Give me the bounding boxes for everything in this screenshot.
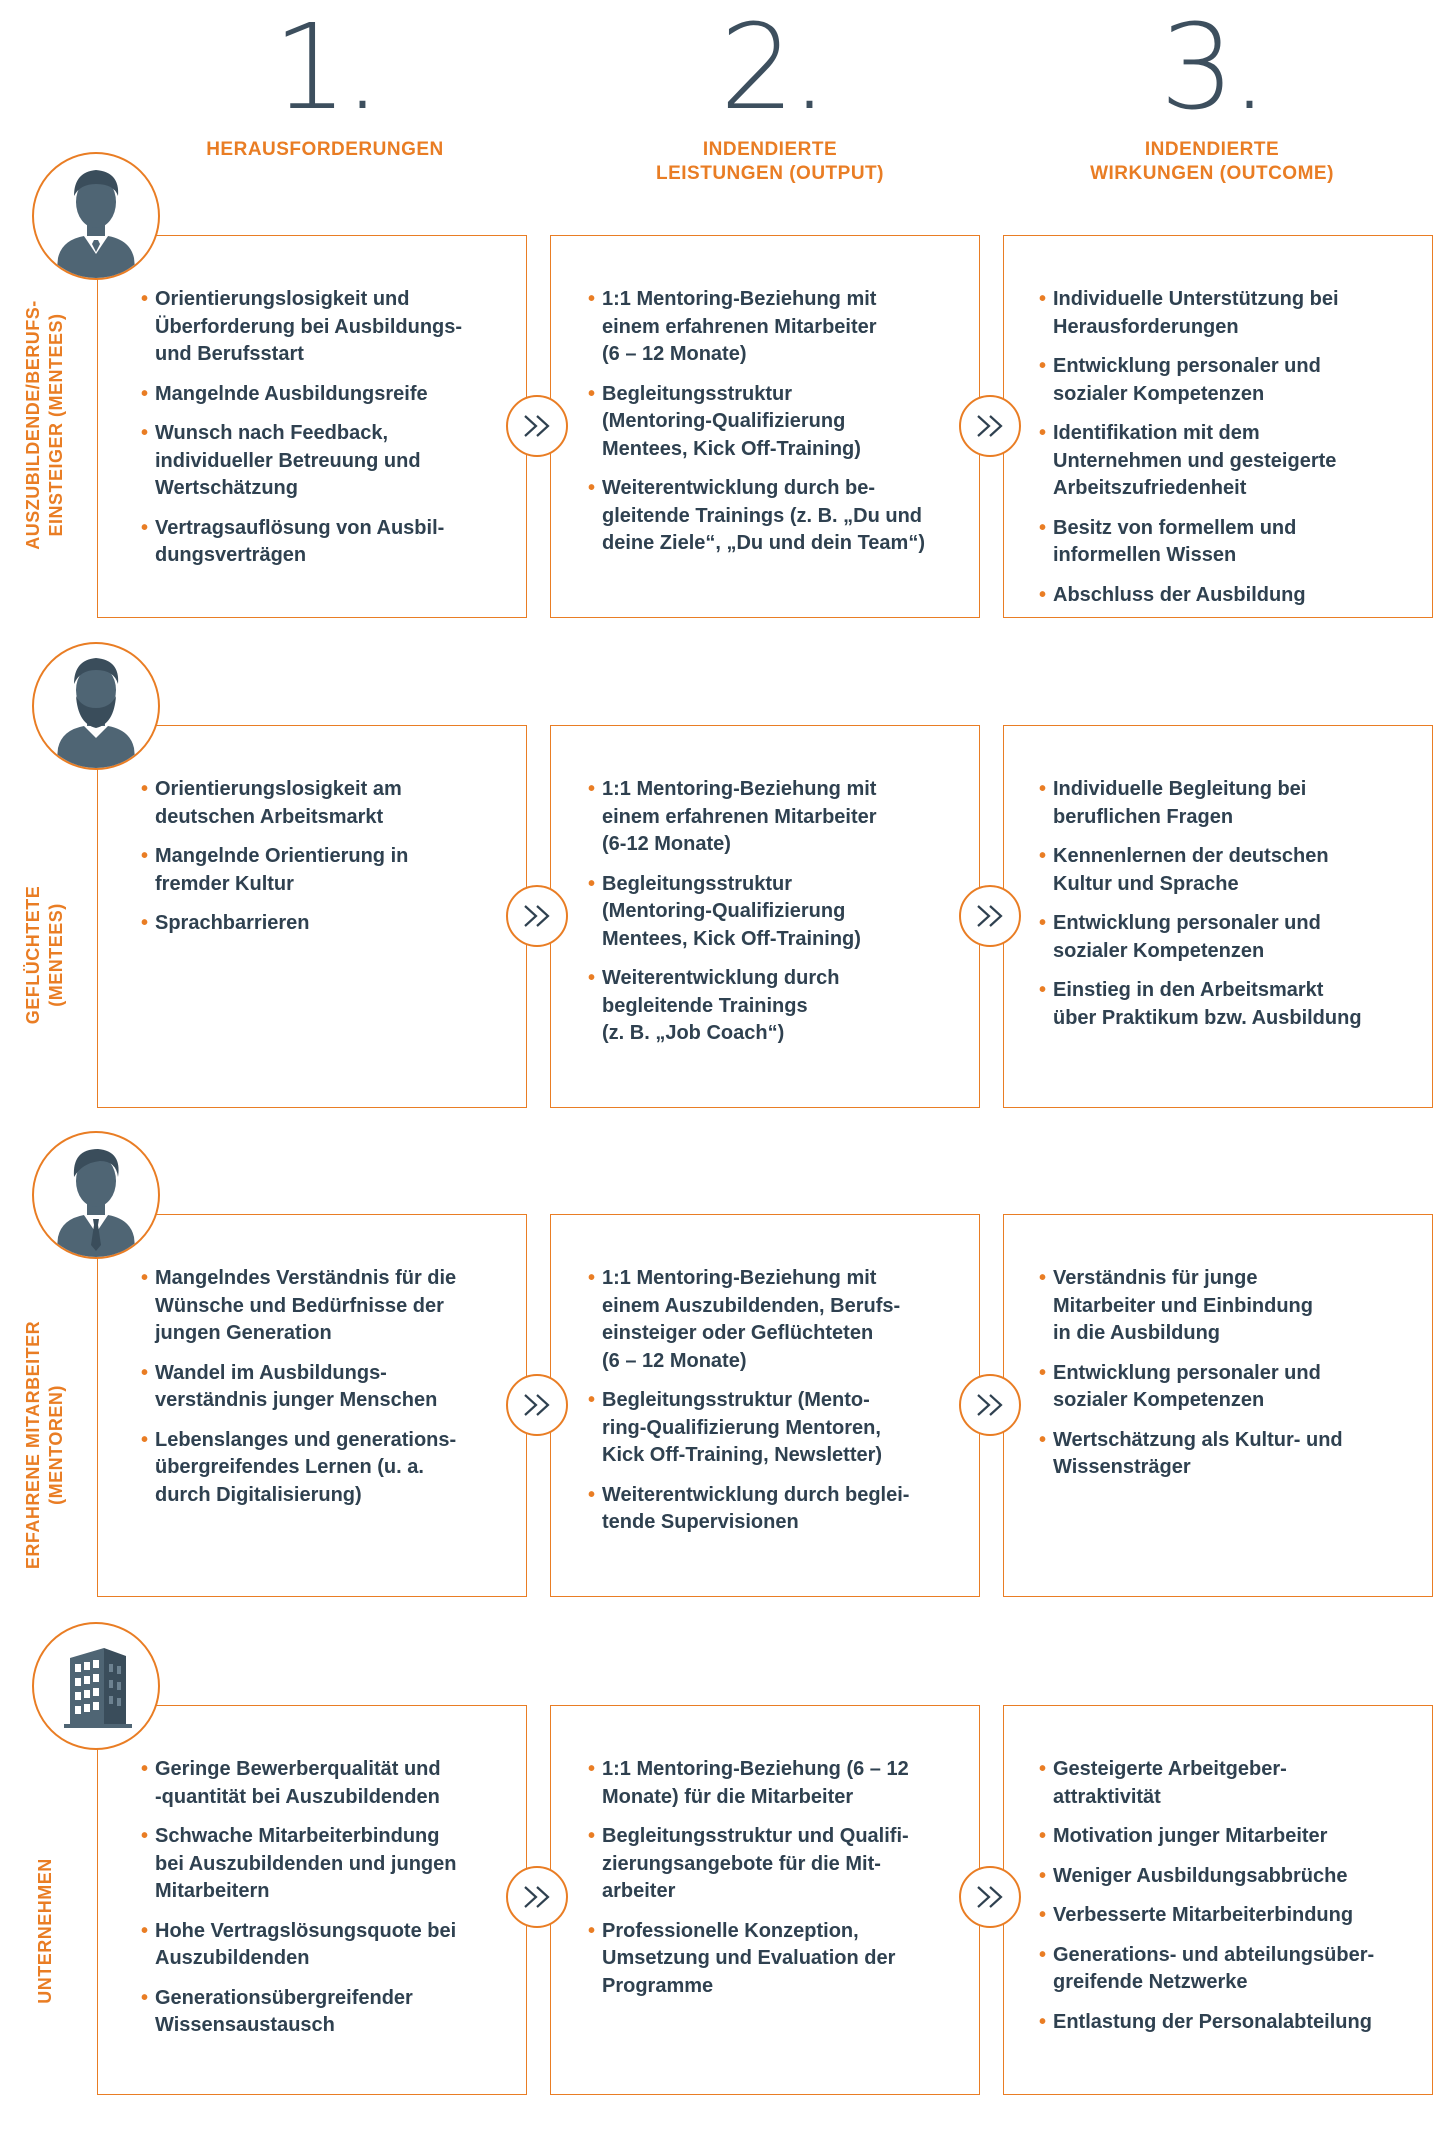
list-item: Vertragsauflösung von Ausbil- dungsvertr… [141,515,511,570]
list-item: Orientierungslosigkeit und Überforderung… [141,286,511,369]
list-item: Identifikation mit dem Unternehmen und g… [1039,420,1424,503]
list-item: Wandel im Ausbildungs- verständnis junge… [141,1360,511,1415]
group-4-label: UNTERNEHMEN [35,1858,55,2004]
group-4-challenges-box: Geringe Bewerberqualität und -quantität … [97,1705,527,2095]
list-item: Begleitungsstruktur (Mentoring-Qualifizi… [588,871,968,954]
list-item: Schwache Mitarbeiterbindung bei Auszubil… [141,1823,511,1906]
group-4-outcomes-box: Gesteigerte Arbeitgeber- attraktivität M… [1003,1705,1433,2095]
list-item: Entwicklung personaler und sozialer Komp… [1039,1360,1424,1415]
group-2-outcomes-box: Individuelle Begleitung bei beruflichen … [1003,725,1433,1108]
list-item: Entlastung der Personalabteilung [1039,2009,1424,2037]
list-item: Orientierungslosigkeit am deutschen Arbe… [141,776,511,831]
column-number-1: 1. [272,0,382,136]
list-item: Begleitungsstruktur und Qualifi- zierung… [588,1823,968,1906]
group-3-arrow-1 [506,1374,568,1436]
group-4-outputs-box: 1:1 Mentoring-Beziehung (6 – 12 Monate) … [550,1705,980,2095]
list-item: Besitz von formellem und informellen Wis… [1039,515,1424,570]
bearded-man-avatar-icon [32,642,160,770]
column-number-3: 3. [1159,0,1269,136]
list-item: Weiterentwicklung durch be- gleitende Tr… [588,475,968,558]
column-number-2: 2. [719,0,829,136]
group-3-arrow-2 [959,1374,1021,1436]
list-item: Weiterentwicklung durch begleitende Trai… [588,965,968,1048]
list-item: Weniger Ausbildungsabbrüche [1039,1863,1424,1891]
group-1-outcomes-box: Individuelle Unterstützung bei Herausfor… [1003,235,1433,618]
list-item: Wunsch nach Feedback, individueller Betr… [141,420,511,503]
list-item: Mangelnde Orientierung in fremder Kultur [141,843,511,898]
column-title-outputs: INDENDIERTE LEISTUNGEN (OUTPUT) [656,139,884,184]
group-1-arrow-2 [959,395,1021,457]
list-item: Individuelle Unterstützung bei Herausfor… [1039,286,1424,341]
group-4-arrow-2 [959,1866,1021,1928]
list-item: Entwicklung personaler und sozialer Komp… [1039,353,1424,408]
group-2-outputs-box: 1:1 Mentoring-Beziehung mit einem erfahr… [550,725,980,1108]
list-item: Verbesserte Mitarbeiterbindung [1039,1902,1424,1930]
group-2-label: GEFLÜCHTETE (MENTEES) [23,885,66,1025]
column-title-challenges: HERAUSFORDERUNGEN [206,139,444,160]
group-1-challenges-box: Orientierungslosigkeit und Überforderung… [97,235,527,618]
list-item: Motivation junger Mitarbeiter [1039,1823,1424,1851]
list-item: Geringe Bewerberqualität und -quantität … [141,1756,511,1811]
list-item: Kennenlernen der deutschen Kultur und Sp… [1039,843,1424,898]
group-1-arrow-1 [506,395,568,457]
list-item: Mangelndes Verständnis für die Wünsche u… [141,1265,511,1348]
group-2-challenges-box: Orientierungslosigkeit am deutschen Arbe… [97,725,527,1108]
businessman-avatar-icon [32,1131,160,1259]
office-building-icon [32,1622,160,1750]
column-title-outcomes: INDENDIERTE WIRKUNGEN (OUTCOME) [1090,139,1334,184]
list-item: Weiterentwicklung durch beglei- tende Su… [588,1482,968,1537]
young-man-avatar-icon [32,152,160,280]
list-item: Lebenslanges und generations- übergreife… [141,1427,511,1510]
list-item: Abschluss der Ausbildung [1039,582,1424,610]
list-item: Professionelle Konzeption, Umsetzung und… [588,1918,968,2001]
group-1-label: AUSZUBILDENDE/BERUFS- EINSTEIGER (MENTEE… [23,300,66,550]
group-1-outputs-box: 1:1 Mentoring-Beziehung mit einem erfahr… [550,235,980,618]
list-item: Verständnis für junge Mitarbeiter und Ei… [1039,1265,1424,1348]
list-item: Begleitungsstruktur (Mentoring-Qualifizi… [588,381,968,464]
list-item: 1:1 Mentoring-Beziehung mit einem erfahr… [588,286,968,369]
list-item: Entwicklung personaler und sozialer Komp… [1039,910,1424,965]
group-2-arrow-1 [506,885,568,947]
list-item: Mangelnde Ausbildungsreife [141,381,511,409]
list-item: Sprachbarrieren [141,910,511,938]
group-3-label: ERFAHRENE MITARBEITER (MENTOREN) [23,1320,66,1570]
group-2-arrow-2 [959,885,1021,947]
group-3-outcomes-box: Verständnis für junge Mitarbeiter und Ei… [1003,1214,1433,1597]
list-item: 1:1 Mentoring-Beziehung (6 – 12 Monate) … [588,1756,968,1811]
list-item: Generationsübergreifender Wissensaustaus… [141,1985,511,2040]
list-item: 1:1 Mentoring-Beziehung mit einem erfahr… [588,776,968,859]
list-item: Individuelle Begleitung bei beruflichen … [1039,776,1424,831]
list-item: Hohe Vertragslösungsquote bei Auszubilde… [141,1918,511,1973]
list-item: Gesteigerte Arbeitgeber- attraktivität [1039,1756,1424,1811]
group-4-arrow-1 [506,1866,568,1928]
list-item: 1:1 Mentoring-Beziehung mit einem Auszub… [588,1265,968,1375]
group-3-outputs-box: 1:1 Mentoring-Beziehung mit einem Auszub… [550,1214,980,1597]
group-3-challenges-box: Mangelndes Verständnis für die Wünsche u… [97,1214,527,1597]
list-item: Generations- und abteilungsüber- greifen… [1039,1942,1424,1997]
list-item: Wertschätzung als Kultur- und Wissensträ… [1039,1427,1424,1482]
list-item: Begleitungsstruktur (Mento- ring-Qualifi… [588,1387,968,1470]
list-item: Einstieg in den Arbeitsmarkt über Prakti… [1039,977,1424,1032]
